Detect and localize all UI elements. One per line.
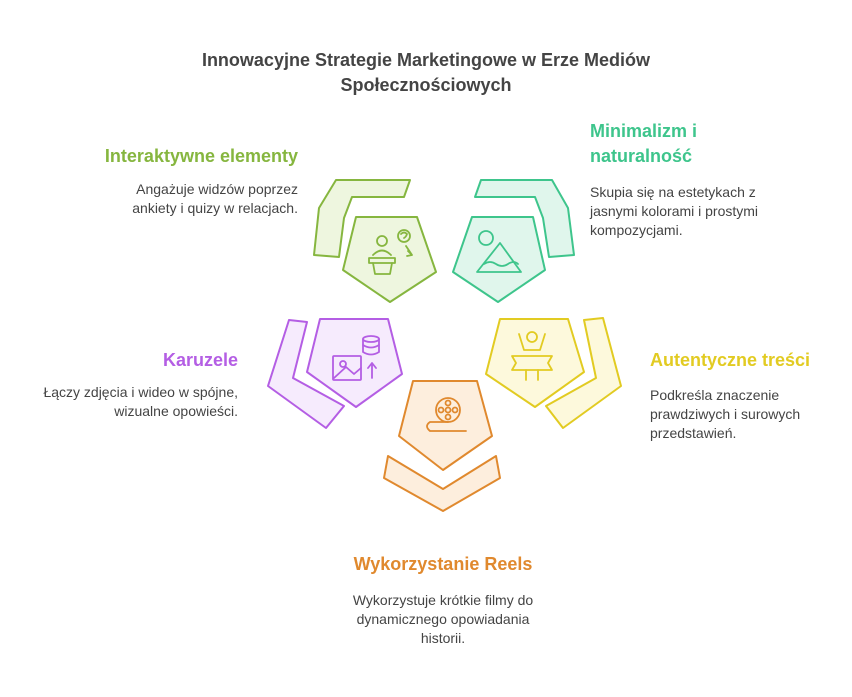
segment-interaktywne-pentagon xyxy=(342,216,437,303)
segment-interaktywne-band xyxy=(313,179,411,258)
segment-autentyczne-band xyxy=(545,317,622,429)
person-with-banner-icon xyxy=(511,331,553,381)
diagram-title: Innowacyjne Strategie Marketingowe w Erz… xyxy=(0,48,852,98)
segment-minimalizm-pentagon xyxy=(452,216,546,303)
title-line-2: Społecznościowych xyxy=(340,75,512,95)
segment-interaktywne xyxy=(313,179,437,303)
segment-reels-band xyxy=(383,455,501,512)
heading-minimalizm: Minimalizm i naturalność xyxy=(590,121,698,166)
segment-autentyczne-pentagon xyxy=(485,318,585,408)
segment-karuzele xyxy=(267,318,403,429)
segment-reels xyxy=(383,380,501,512)
film-reel-icon xyxy=(426,397,467,432)
segment-reels-pentagon xyxy=(398,380,493,471)
heading-autentyczne: Autentyczne treści xyxy=(650,350,811,370)
desc-karuzele: Łączy zdjęcia i wideo w spójne, wizualne… xyxy=(43,384,238,419)
segment-minimalizm xyxy=(452,179,575,303)
desc-autentyczne: Podkreśla znaczenie prawdziwych i surowy… xyxy=(650,387,801,441)
landscape-image-icon xyxy=(476,230,522,273)
heading-karuzele: Karuzele xyxy=(162,350,238,370)
desc-minimalizm: Skupia się na estetykach z jasnymi kolor… xyxy=(590,184,759,238)
heading-reels: Wykorzystanie Reels xyxy=(353,554,533,574)
image-database-icon xyxy=(332,335,380,381)
title-line-1: Innowacyjne Strategie Marketingowe w Erz… xyxy=(201,50,651,70)
segment-autentyczne xyxy=(485,317,622,429)
desc-reels: Wykorzystuje krótkie filmy do dynamiczne… xyxy=(352,592,534,646)
heading-interaktywne: Interaktywne elementy xyxy=(104,146,298,166)
desc-interaktywne: Angażuje widzów poprzez ankiety i quizy … xyxy=(132,181,298,216)
presenter-with-question-icon xyxy=(368,229,413,275)
segment-karuzele-band xyxy=(267,319,345,429)
segment-minimalizm-band xyxy=(474,179,575,258)
